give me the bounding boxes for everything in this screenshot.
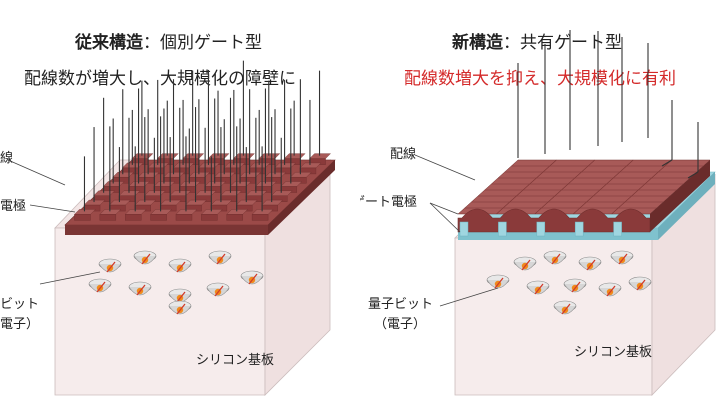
left-spin-arrow: [136, 284, 146, 296]
right-gate-rib: [534, 159, 596, 215]
left-qubit-array: [88, 250, 264, 315]
right-gate-lower-tooth: [574, 221, 584, 237]
left-qubit: [98, 258, 122, 273]
left-qubit: [128, 281, 152, 296]
right-spin-arrow: [618, 253, 628, 265]
left-spin-arrow: [248, 273, 258, 285]
left-spin-arrow: [176, 261, 186, 273]
left-spin-arrow: [106, 261, 116, 273]
left-gate-base-front: [65, 225, 268, 235]
right-spin-arrow: [494, 277, 504, 289]
right-gate-rib: [611, 159, 672, 215]
right-gate-rib: [572, 159, 634, 215]
left-qubit: [208, 250, 232, 265]
right-gate-rib: [496, 159, 557, 215]
left-gate-block: [175, 214, 193, 221]
right-label-gate: ゲート電極: [360, 195, 418, 210]
left-qubit: [133, 250, 157, 265]
left-gate-block: [150, 214, 167, 221]
right-spin-arrow: [606, 285, 616, 297]
left-label-qubit-2: 電子）: [0, 317, 40, 332]
right-gate-lower-tooth: [536, 221, 546, 237]
right-title: 新構造：共有ゲート型: [452, 28, 622, 53]
right-label-qubit-1: 量子ビット: [368, 297, 434, 312]
right-qubit: [553, 300, 577, 315]
right-label-substrate: シリコン基板: [574, 345, 653, 360]
left-gate-block: [226, 214, 243, 221]
left-subtitle: 配線数が増大し、大規模化の障壁に: [24, 69, 296, 89]
right-qubit-array: [486, 250, 652, 315]
right-gate-upper-side: [650, 160, 710, 232]
left-spin-arrow: [216, 253, 226, 265]
left-qubit: [168, 300, 192, 315]
right-qubit: [610, 250, 634, 265]
left-label-wiring: 線: [0, 151, 14, 166]
left-gate-base-side: [268, 160, 335, 235]
left-spin-arrow: [176, 303, 186, 315]
right-qubit: [526, 280, 550, 295]
right-gate-electrodes: [457, 159, 716, 240]
right-wire: [661, 159, 673, 167]
right-gate-lower-tooth: [459, 221, 469, 237]
right-spin-arrow: [551, 253, 561, 265]
right-spin-arrow: [571, 281, 581, 293]
left-diagram: [7, 60, 336, 396]
left-gate-block: [125, 214, 142, 221]
left-qubit: [88, 278, 112, 293]
right-title-rest: ：共有ゲート型: [503, 33, 622, 53]
right-subtitle: 配線数増大を抑え、大規模化に有利: [404, 69, 676, 89]
right-qubit: [578, 256, 602, 271]
right-qubit: [598, 282, 622, 297]
right-spin-arrow: [521, 259, 531, 271]
left-spin-arrow: [214, 285, 224, 297]
left-qubit: [240, 270, 264, 285]
right-wiring: [517, 30, 699, 179]
left-label-qubit-1: ビット: [0, 297, 40, 312]
left-gate-block: [251, 214, 269, 221]
right-panel: 新構造：共有ゲート型 配線数増大を抑え、大規模化に有利 配線 ゲート電極 量子ビ…: [360, 0, 720, 405]
right-gate-lower-tooth: [613, 221, 622, 237]
left-title: 従来構造：個別ゲート型: [75, 28, 262, 53]
left-title-rest: ：個別ゲート型: [143, 33, 262, 53]
right-spin-arrow: [534, 283, 544, 295]
right-gate-lower-side: [658, 172, 715, 240]
left-qubit: [168, 258, 192, 273]
right-gate-lower-tooth: [498, 221, 507, 237]
right-label-wiring: 配線: [390, 147, 417, 162]
right-spin-arrow: [561, 303, 571, 315]
left-spin-arrow: [96, 281, 106, 293]
right-spin-arrow: [636, 279, 646, 291]
left-gate-block: [201, 214, 218, 221]
left-label-substrate: シリコン基板: [196, 353, 275, 368]
right-qubit: [543, 250, 567, 265]
right-wire: [687, 171, 699, 179]
left-gate-array: [64, 153, 336, 235]
left-panel: 従来構造：個別ゲート型 配線数が増大し、大規模化の障壁に 線 電極 ビット 電子…: [0, 28, 336, 396]
right-label-qubit-2: （電子）: [374, 317, 427, 332]
left-spin-arrow: [141, 253, 151, 265]
left-gate-block: [74, 214, 91, 221]
left-wiring: [83, 60, 321, 212]
left-label-gate: 電極: [0, 199, 27, 214]
left-title-bold: 従来構造: [75, 33, 143, 53]
right-spin-arrow: [586, 259, 596, 271]
left-qubit: [206, 282, 230, 297]
left-qubit: [168, 288, 192, 303]
right-title-bold: 新構造: [452, 33, 503, 53]
left-gate-block: [99, 214, 117, 221]
right-diagram: [414, 30, 716, 396]
right-qubit: [563, 278, 587, 293]
right-qubit: [486, 274, 510, 289]
right-qubit: [513, 256, 537, 271]
right-qubit: [628, 276, 652, 291]
left-spin-arrow: [176, 291, 186, 303]
